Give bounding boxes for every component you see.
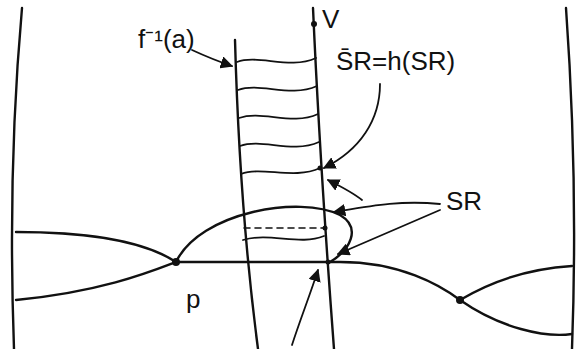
level-set-curve	[235, 40, 258, 349]
fixed-point	[172, 258, 180, 266]
strand-curve	[243, 236, 324, 240]
leader-arrow	[292, 270, 318, 345]
dashed-line	[246, 261, 328, 263]
set-label: S̄R=h(SR)	[336, 48, 455, 74]
strand-curve	[237, 58, 316, 63]
dashed-line	[244, 227, 324, 229]
boundary-line	[566, 8, 574, 349]
strand-curve	[240, 142, 319, 147]
section-curve	[313, 8, 334, 349]
strand-curve	[241, 168, 320, 174]
leader-arrow	[328, 180, 362, 200]
separatrix-curve	[16, 262, 572, 335]
leader-arrow	[324, 84, 380, 168]
boundary-line	[12, 8, 22, 349]
strand-curve	[238, 86, 317, 91]
leader-arrow	[334, 203, 440, 212]
set-label: SR	[446, 188, 482, 214]
curve-label: V	[322, 6, 339, 32]
leader-arrow	[338, 210, 440, 254]
point-label: p	[186, 286, 200, 312]
intersection-dot	[318, 166, 323, 171]
loop-curve	[176, 207, 352, 262]
separatrix-curve	[460, 266, 572, 300]
intersection-dot	[311, 21, 317, 27]
intersection-dot	[326, 260, 331, 265]
fixed-point	[456, 296, 464, 304]
intersection-dot	[323, 226, 328, 231]
curve-label: f⁻¹(a)	[138, 26, 195, 52]
separatrix-curve	[16, 232, 176, 262]
leader-arrow	[192, 50, 232, 66]
strand-curve	[239, 114, 318, 119]
